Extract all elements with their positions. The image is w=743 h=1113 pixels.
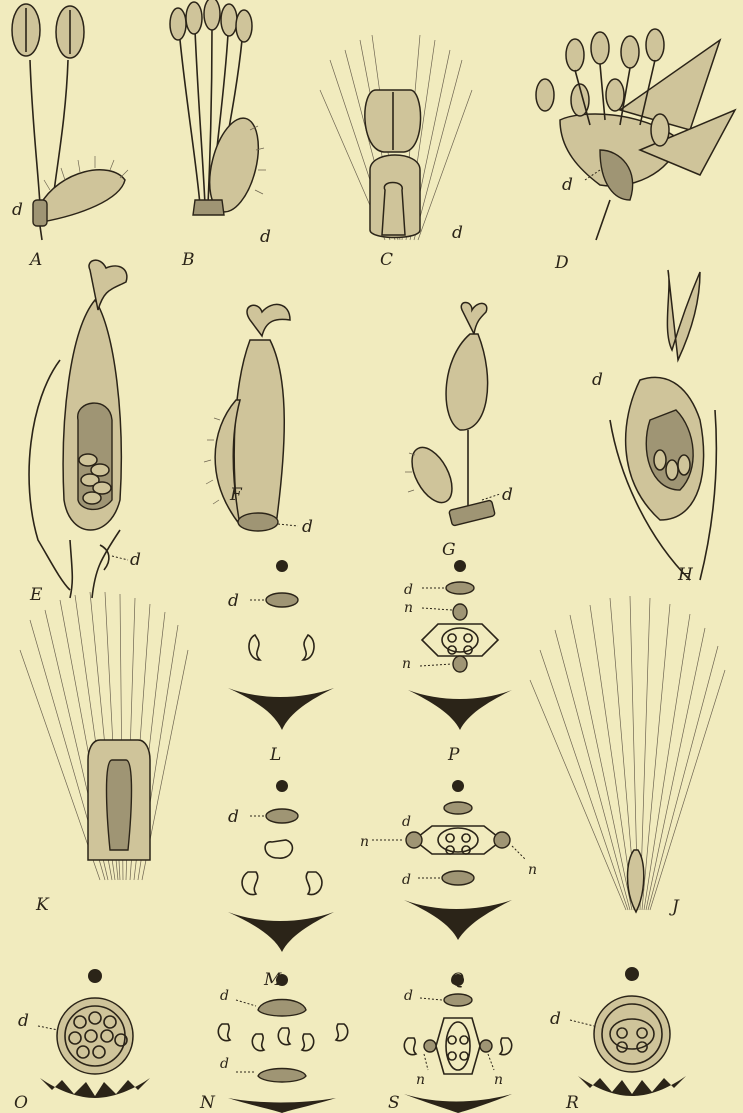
diagram-s (404, 974, 512, 1113)
panel-label-g: G (442, 540, 456, 560)
annotation-d: d (502, 485, 513, 505)
panel-d-illustration (536, 29, 735, 240)
panel-label-l: L (269, 745, 281, 765)
panel-label-r: R (565, 1093, 579, 1113)
panel-label-e: E (29, 585, 43, 605)
panel-label-o: O (14, 1093, 28, 1113)
annotation-n: n (494, 1072, 503, 1088)
annotation-n: n (416, 1072, 425, 1088)
panel-label-c: C (380, 250, 393, 270)
annotation-d: d (220, 1056, 229, 1072)
annotation-d: d (404, 582, 413, 598)
diagram-o (40, 969, 150, 1098)
panel-g-illustration (404, 303, 495, 527)
panel-label-p: P (447, 745, 460, 765)
annotation-n: n (402, 656, 411, 672)
panel-label-n: N (199, 1093, 216, 1113)
panel-k-illustration (20, 592, 188, 880)
annotation-d: d (130, 550, 141, 570)
annotation-d: d (592, 370, 603, 390)
annotation-d: d (402, 872, 411, 888)
panel-label-f: F (229, 485, 243, 505)
annotation-n: n (360, 834, 369, 850)
diagram-r (578, 967, 686, 1096)
annotation-d: d (562, 175, 573, 195)
annotation-d: d (220, 988, 229, 1004)
annotation-d: d (452, 223, 463, 243)
panel-j-illustration (530, 596, 725, 912)
annotation-d: d (12, 200, 23, 220)
diagram-p (408, 560, 512, 730)
panel-label-k: K (35, 895, 50, 915)
panel-label-b: B (181, 250, 195, 270)
annotation-d: d (550, 1009, 561, 1029)
annotation-n: n (404, 600, 413, 616)
diagram-q (404, 780, 512, 940)
panel-f-illustration (204, 304, 290, 531)
panel-b-illustration (170, 0, 267, 217)
annotation-d: d (228, 807, 239, 827)
panel-label-h: H (677, 565, 694, 585)
diagram-l (228, 560, 334, 730)
annotation-d: d (260, 227, 271, 247)
annotation-d: d (402, 814, 411, 830)
panel-a-illustration (12, 4, 128, 240)
diagram-m (228, 780, 334, 952)
panel-label-a: A (28, 250, 42, 270)
panel-label-d: D (554, 253, 569, 273)
panel-e-illustration (29, 260, 127, 598)
diagram-n (218, 974, 347, 1113)
panel-label-s: S (388, 1093, 400, 1113)
annotation-d: d (228, 591, 239, 611)
panel-c-illustration (320, 35, 472, 240)
annotation-n: n (528, 862, 537, 878)
annotation-d: d (302, 517, 313, 537)
annotation-d: d (404, 988, 413, 1004)
panel-h-illustration (610, 270, 716, 580)
panel-label-j: J (669, 897, 680, 917)
annotation-d: d (18, 1011, 29, 1031)
